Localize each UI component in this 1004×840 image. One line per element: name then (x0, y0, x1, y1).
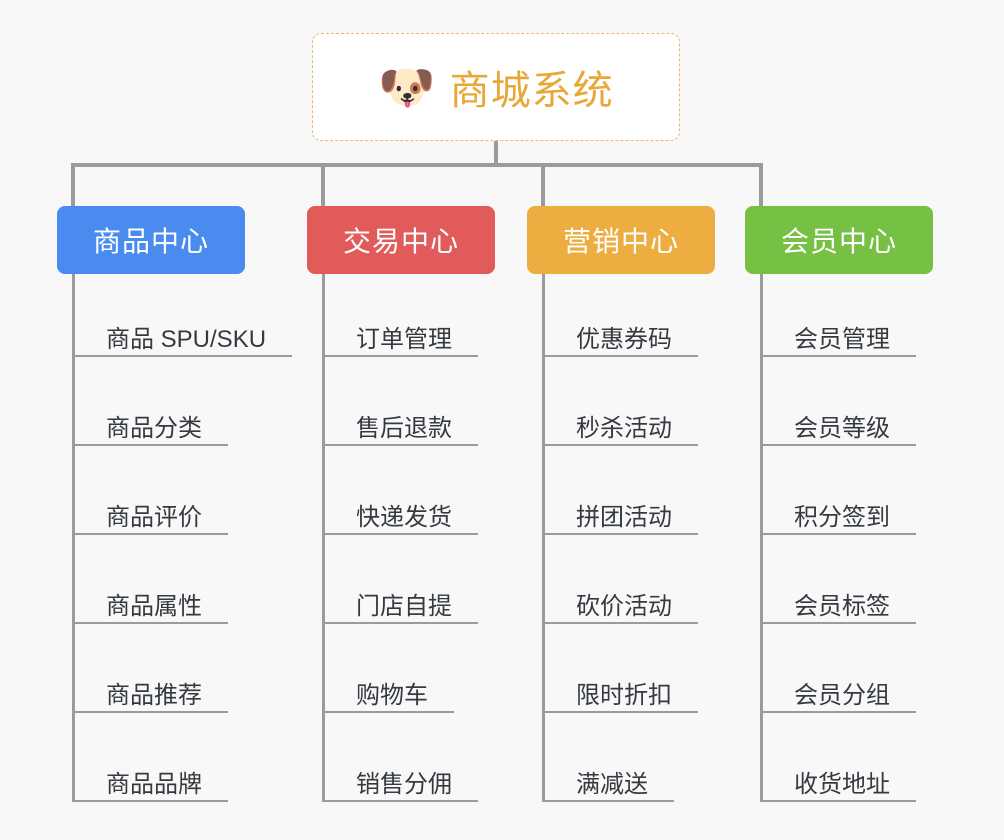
leaf-item-rule (322, 533, 478, 535)
root-node[interactable]: 🐶 商城系统 (312, 33, 680, 141)
leaf-item-label: 商品属性 (106, 593, 202, 620)
leaf-item-rule (72, 622, 228, 624)
leaf-item-rule (72, 533, 228, 535)
leaf-item-rule (542, 355, 698, 357)
leaf-item-label: 快递发货 (356, 504, 452, 531)
leaf-item-label: 满减送 (576, 771, 648, 798)
leaf-item-label: 商品 SPU/SKU (106, 326, 267, 353)
leaf-item-rule (322, 355, 478, 357)
leaf-item-label: 优惠券码 (576, 326, 672, 353)
leaf-item-rule (542, 800, 674, 802)
drop-connector-trade-center (321, 163, 325, 206)
leaf-item-label: 商品品牌 (106, 771, 202, 798)
leaf-item-label: 会员分组 (794, 682, 890, 709)
leaf-item-label: 门店自提 (356, 593, 452, 620)
leaf-item-rule (72, 711, 228, 713)
column-trunk-product-center (72, 274, 75, 802)
drop-connector-marketing-center (541, 163, 545, 206)
column-trunk-trade-center (322, 274, 325, 802)
leaf-item-rule (72, 355, 292, 357)
leaf-item-rule (760, 622, 916, 624)
leaf-item-label: 商品评价 (106, 504, 202, 531)
leaf-item-rule (760, 444, 916, 446)
leaf-item-label: 商品分类 (106, 415, 202, 442)
leaf-item-label: 收货地址 (794, 771, 890, 798)
leaf-item-label: 限时折扣 (576, 682, 672, 709)
leaf-item-rule (542, 622, 698, 624)
root-title: 商城系统 (449, 69, 614, 113)
category-label: 营销中心 (562, 226, 679, 257)
leaf-item-label: 拼团活动 (576, 504, 672, 531)
leaf-item-label: 购物车 (356, 682, 428, 709)
leaf-item-label: 会员管理 (794, 326, 890, 353)
leaf-item-rule (72, 800, 228, 802)
drop-connector-product-center (71, 163, 75, 206)
category-header-trade-center[interactable]: 交易中心 (307, 206, 495, 274)
leaf-item-label: 销售分佣 (356, 771, 452, 798)
category-header-product-center[interactable]: 商品中心 (57, 206, 245, 274)
drop-connector-member-center (759, 163, 763, 206)
leaf-item-rule (322, 711, 454, 713)
leaf-item-rule (542, 533, 698, 535)
leaf-item-label: 订单管理 (356, 326, 452, 353)
leaf-item-rule (322, 800, 478, 802)
leaf-item-rule (72, 444, 228, 446)
root-stem-connector (494, 141, 498, 167)
leaf-item-label: 秒杀活动 (576, 415, 672, 442)
category-header-marketing-center[interactable]: 营销中心 (527, 206, 715, 274)
leaf-item-rule (322, 444, 478, 446)
column-trunk-member-center (760, 274, 763, 802)
leaf-item-rule (322, 622, 478, 624)
leaf-item-label: 会员等级 (794, 415, 890, 442)
category-label: 会员中心 (780, 226, 897, 257)
leaf-item-label: 商品推荐 (106, 682, 202, 709)
shiba-dog-face-icon: 🐶 (378, 61, 436, 113)
category-label: 交易中心 (342, 226, 459, 257)
leaf-item-label: 积分签到 (794, 504, 890, 531)
leaf-item-rule (542, 444, 698, 446)
leaf-item-rule (760, 533, 916, 535)
leaf-item-rule (542, 711, 698, 713)
leaf-item-rule (760, 355, 916, 357)
category-header-member-center[interactable]: 会员中心 (745, 206, 933, 274)
leaf-item-label: 会员标签 (794, 593, 890, 620)
leaf-item-rule (760, 800, 916, 802)
leaf-item-label: 砍价活动 (576, 593, 672, 620)
leaf-item-rule (760, 711, 916, 713)
column-trunk-marketing-center (542, 274, 545, 802)
bus-connector (71, 163, 763, 167)
leaf-item-label: 售后退款 (356, 415, 452, 442)
category-label: 商品中心 (92, 226, 209, 257)
